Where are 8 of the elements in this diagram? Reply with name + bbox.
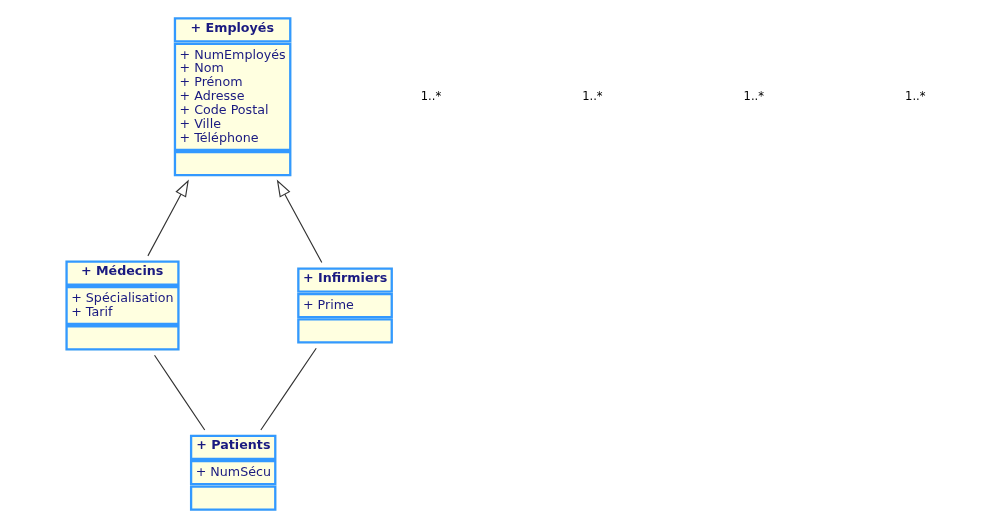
label: 1..* [420, 88, 442, 103]
connector [153, 354, 206, 431]
label: 1..* [582, 88, 603, 103]
label: 1..* [905, 88, 926, 103]
arrow [276, 179, 323, 264]
connector [260, 347, 317, 431]
label: 1..* [743, 88, 765, 103]
arrow [147, 179, 189, 257]
